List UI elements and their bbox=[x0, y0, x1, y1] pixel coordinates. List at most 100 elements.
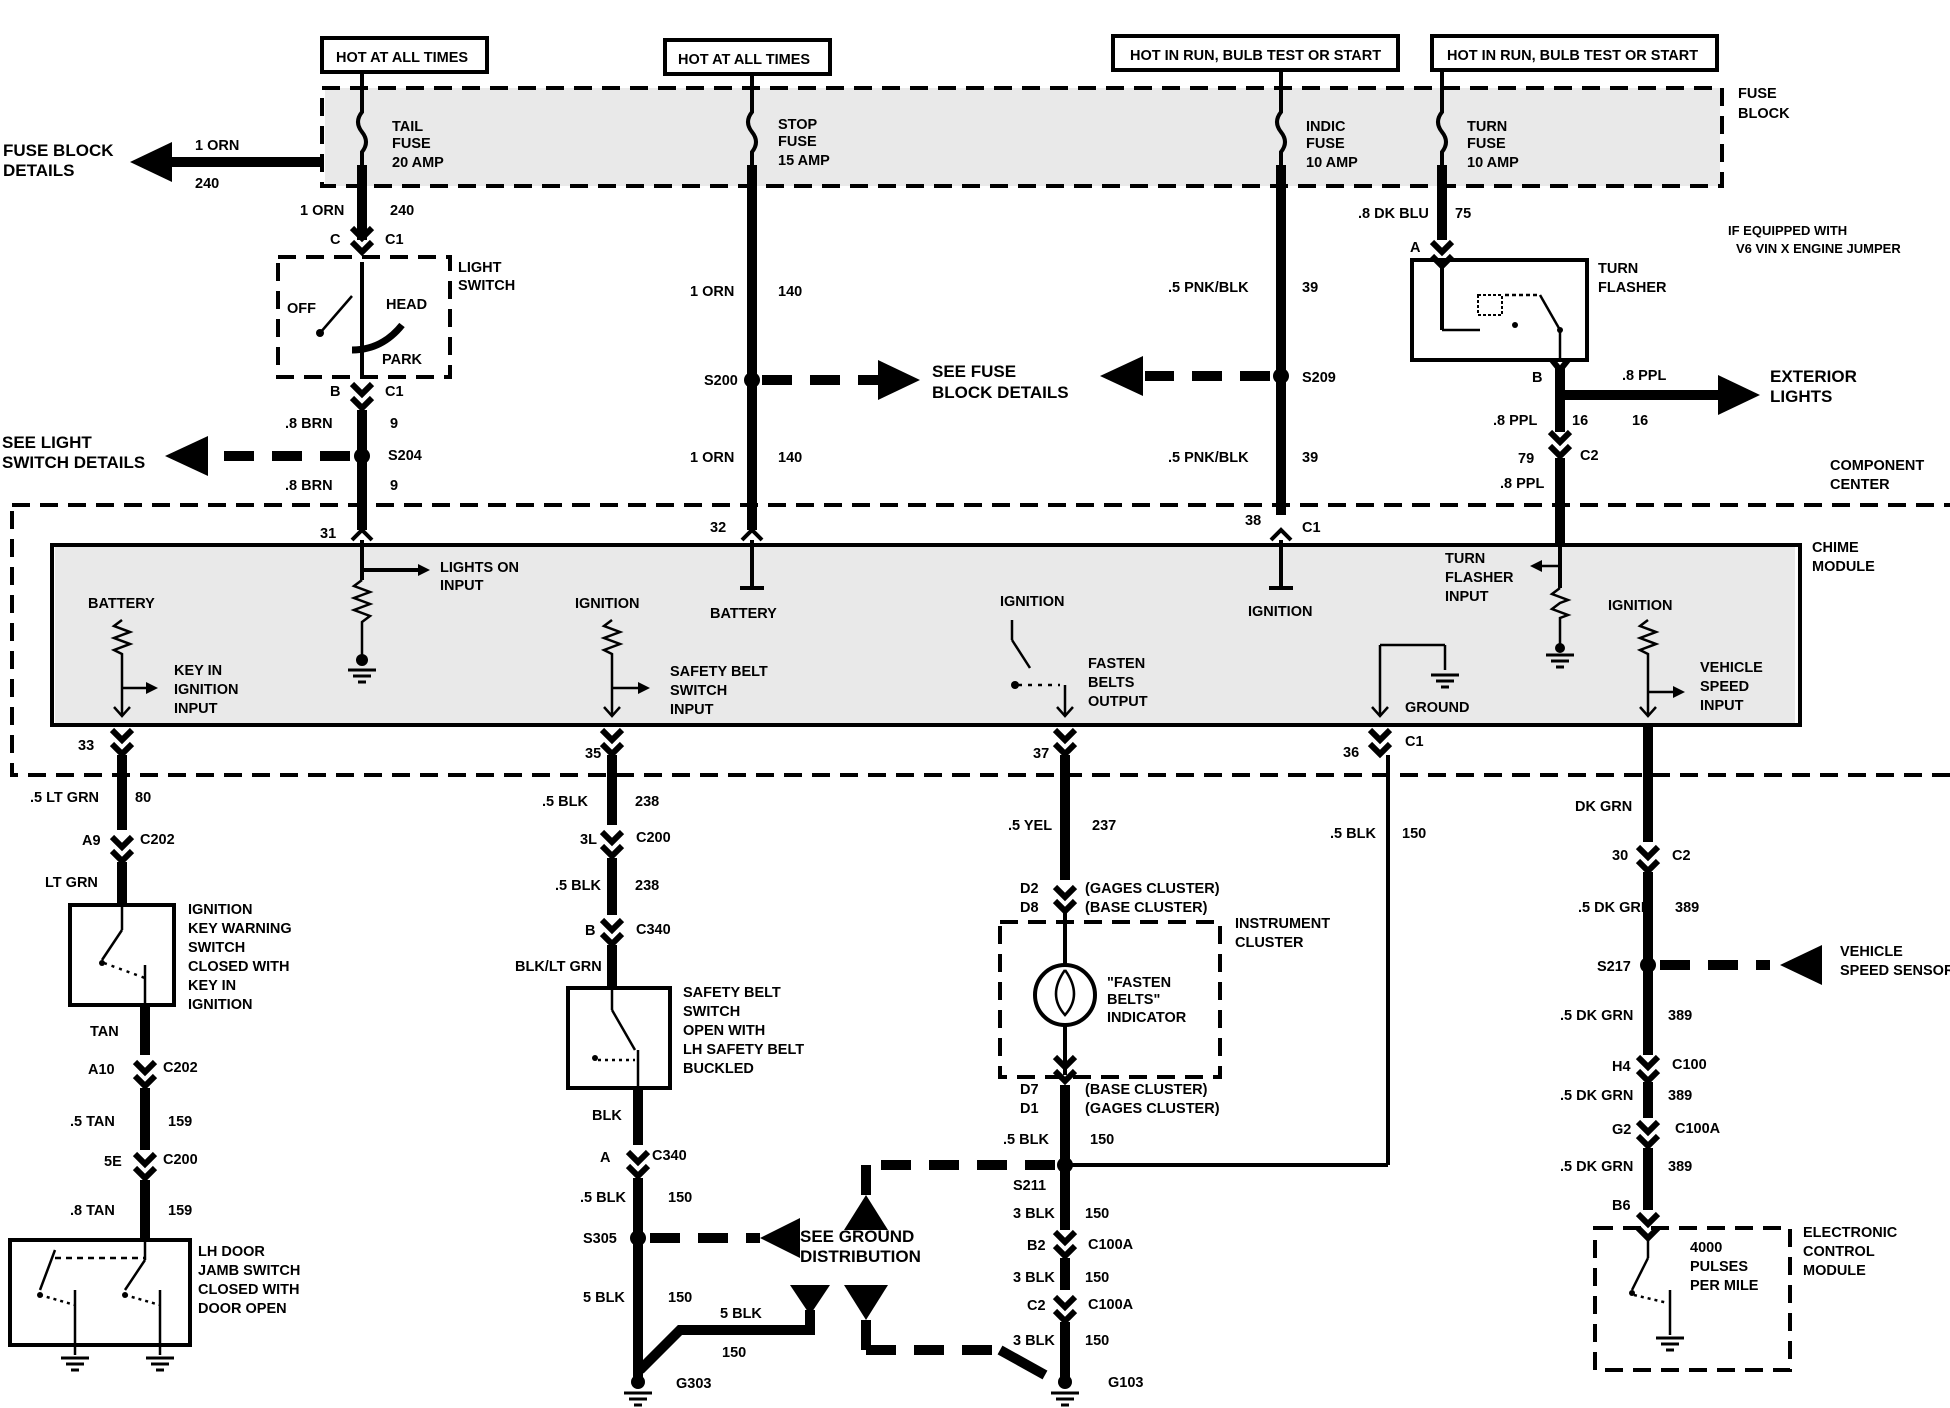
pin-33: 33 bbox=[78, 738, 94, 754]
splice-s217-label: S217 bbox=[1597, 959, 1631, 975]
conn-c100-h4: C100 bbox=[1672, 1057, 1707, 1073]
vss-2: SPEED SENSOR bbox=[1840, 963, 1950, 979]
conn-c100a-g2: C100A bbox=[1675, 1121, 1721, 1137]
chime-module-box bbox=[50, 543, 1802, 727]
indicator-2: BELTS" bbox=[1107, 992, 1160, 1008]
sb-switch-3: OPEN WITH bbox=[683, 1023, 765, 1039]
stop-fuse-1: STOP bbox=[778, 117, 818, 133]
ground-g303: G303 bbox=[676, 1376, 711, 1392]
see-light-switch-2: SWITCH DETAILS bbox=[2, 453, 145, 472]
conn-h4: H4 bbox=[1612, 1059, 1631, 1075]
light-switch-box bbox=[276, 255, 452, 379]
wire-blk238a-num: 238 bbox=[635, 794, 659, 810]
chime-ground: GROUND bbox=[1405, 700, 1469, 716]
component-center-1: COMPONENT bbox=[1830, 458, 1924, 474]
light-switch-off: OFF bbox=[287, 301, 316, 317]
wire-blk150g-num: 150 bbox=[1085, 1270, 1109, 1286]
splice-s204-label: S204 bbox=[388, 448, 422, 464]
wire-dkblu-gauge: .8 DK BLU bbox=[1358, 206, 1429, 222]
safety-belt-2: SWITCH bbox=[670, 683, 727, 699]
conn-b2: B2 bbox=[1027, 1238, 1046, 1254]
pin-37: 37 bbox=[1033, 746, 1049, 762]
footnote-1: IF EQUIPPED WITH bbox=[1728, 223, 1847, 238]
instrument-cluster-1: INSTRUMENT bbox=[1235, 916, 1330, 932]
conn-c1-chime-top: C1 bbox=[1302, 520, 1321, 536]
header-tail: HOT AT ALL TIMES bbox=[336, 50, 468, 66]
chime-module-2: MODULE bbox=[1812, 559, 1875, 575]
wire-blk150a-num: 150 bbox=[668, 1190, 692, 1206]
instrument-cluster-box bbox=[998, 920, 1222, 1079]
sb-switch-5: BUCKLED bbox=[683, 1061, 754, 1077]
vss-input-3: INPUT bbox=[1700, 698, 1744, 714]
wire-tan3-num: 159 bbox=[168, 1203, 192, 1219]
conn-c202-a10: C202 bbox=[163, 1060, 198, 1076]
instrument-cluster-2: CLUSTER bbox=[1235, 935, 1304, 951]
ecm-1: ELECTRONIC bbox=[1803, 1225, 1898, 1241]
wire-tan: TAN bbox=[90, 1024, 119, 1040]
splice-s200 bbox=[744, 372, 760, 388]
wire-blk238b-gauge: .5 BLK bbox=[555, 878, 601, 894]
pin-32: 32 bbox=[710, 520, 726, 536]
conn-c2-lower: C2 bbox=[1027, 1298, 1046, 1314]
lights-on-2: INPUT bbox=[440, 578, 484, 594]
light-switch-title-1: LIGHT bbox=[458, 260, 502, 276]
conn-c2-30: C2 bbox=[1672, 848, 1691, 864]
conn-d1-desc: (GAGES CLUSTER) bbox=[1085, 1101, 1220, 1117]
wire-dkgrn: DK GRN bbox=[1575, 799, 1632, 815]
conn-c340-b: C340 bbox=[636, 922, 671, 938]
conn-c1-chime-bot: C1 bbox=[1405, 734, 1424, 750]
arrow-fuse-block-details bbox=[130, 142, 172, 182]
ign-key-2: KEY WARNING bbox=[188, 921, 292, 937]
arrow-light-switch-details bbox=[165, 436, 208, 476]
component-center-box bbox=[10, 503, 1950, 777]
light-switch-park: PARK bbox=[382, 352, 423, 368]
wire-tan2-num: 159 bbox=[168, 1114, 192, 1130]
door-jamb-4: DOOR OPEN bbox=[198, 1301, 287, 1317]
safety-belt-1: SAFETY BELT bbox=[670, 664, 768, 680]
conn-a9: A9 bbox=[82, 833, 101, 849]
conn-c1-b: C1 bbox=[385, 384, 404, 400]
pin-36: 36 bbox=[1343, 745, 1359, 761]
splice-s204 bbox=[354, 448, 370, 464]
chime-battery-2: BATTERY bbox=[710, 606, 777, 622]
ign-key-6: IGNITION bbox=[188, 997, 252, 1013]
see-fuse-block-2: BLOCK DETAILS bbox=[932, 383, 1069, 402]
arrow-ground-up bbox=[844, 1195, 888, 1230]
indic-fuse-2: FUSE bbox=[1306, 136, 1345, 152]
key-in-3: INPUT bbox=[174, 701, 218, 717]
conn-a: A bbox=[1410, 240, 1421, 256]
conn-30: 30 bbox=[1612, 848, 1628, 864]
door-jamb-1: LH DOOR bbox=[198, 1244, 265, 1260]
conn-c100a-b2: C100A bbox=[1088, 1237, 1134, 1253]
splice-s209-label: S209 bbox=[1302, 370, 1336, 386]
ign-key-5: KEY IN bbox=[188, 978, 236, 994]
tail-fuse-2: FUSE bbox=[392, 136, 431, 152]
wire-pnk1-gauge: .5 PNK/BLK bbox=[1168, 280, 1249, 296]
chime-module-1: CHIME bbox=[1812, 540, 1859, 556]
turn-flasher-2: FLASHER bbox=[1598, 280, 1667, 296]
conn-b6: B6 bbox=[1612, 1198, 1631, 1214]
ecm-box bbox=[1593, 1226, 1792, 1372]
conn-c1-top: C1 bbox=[385, 232, 404, 248]
header-turn: HOT IN RUN, BULB TEST OR START bbox=[1447, 48, 1698, 64]
wire-dkgrn389c-num: 389 bbox=[1668, 1088, 1692, 1104]
fasten-2: BELTS bbox=[1088, 675, 1135, 691]
indicator-1: "FASTEN bbox=[1107, 975, 1171, 991]
wire-stop2-gauge: 1 ORN bbox=[690, 450, 734, 466]
key-in-1: KEY IN bbox=[174, 663, 222, 679]
door-jamb-2: JAMB SWITCH bbox=[198, 1263, 300, 1279]
conn-a10: A10 bbox=[88, 1062, 115, 1078]
chime-ignition-2: IGNITION bbox=[1248, 604, 1312, 620]
wire-dkgrn389a-gauge: .5 DK GRN bbox=[1578, 900, 1651, 916]
arrow-ground-down bbox=[844, 1285, 888, 1320]
chime-ignition-3: IGNITION bbox=[1000, 594, 1064, 610]
arrow-vehicle-speed-sensor bbox=[1780, 945, 1822, 985]
wire-ppl-b-num: 79 bbox=[1518, 451, 1534, 467]
pin-38: 38 bbox=[1245, 513, 1261, 529]
chime-ignition-1: IGNITION bbox=[575, 596, 639, 612]
pin-35: 35 bbox=[585, 746, 601, 762]
see-ground-1: SEE GROUND bbox=[800, 1227, 914, 1246]
exterior-lights-2: LIGHTS bbox=[1770, 387, 1832, 406]
wire-dkgrn389d-num: 389 bbox=[1668, 1159, 1692, 1175]
